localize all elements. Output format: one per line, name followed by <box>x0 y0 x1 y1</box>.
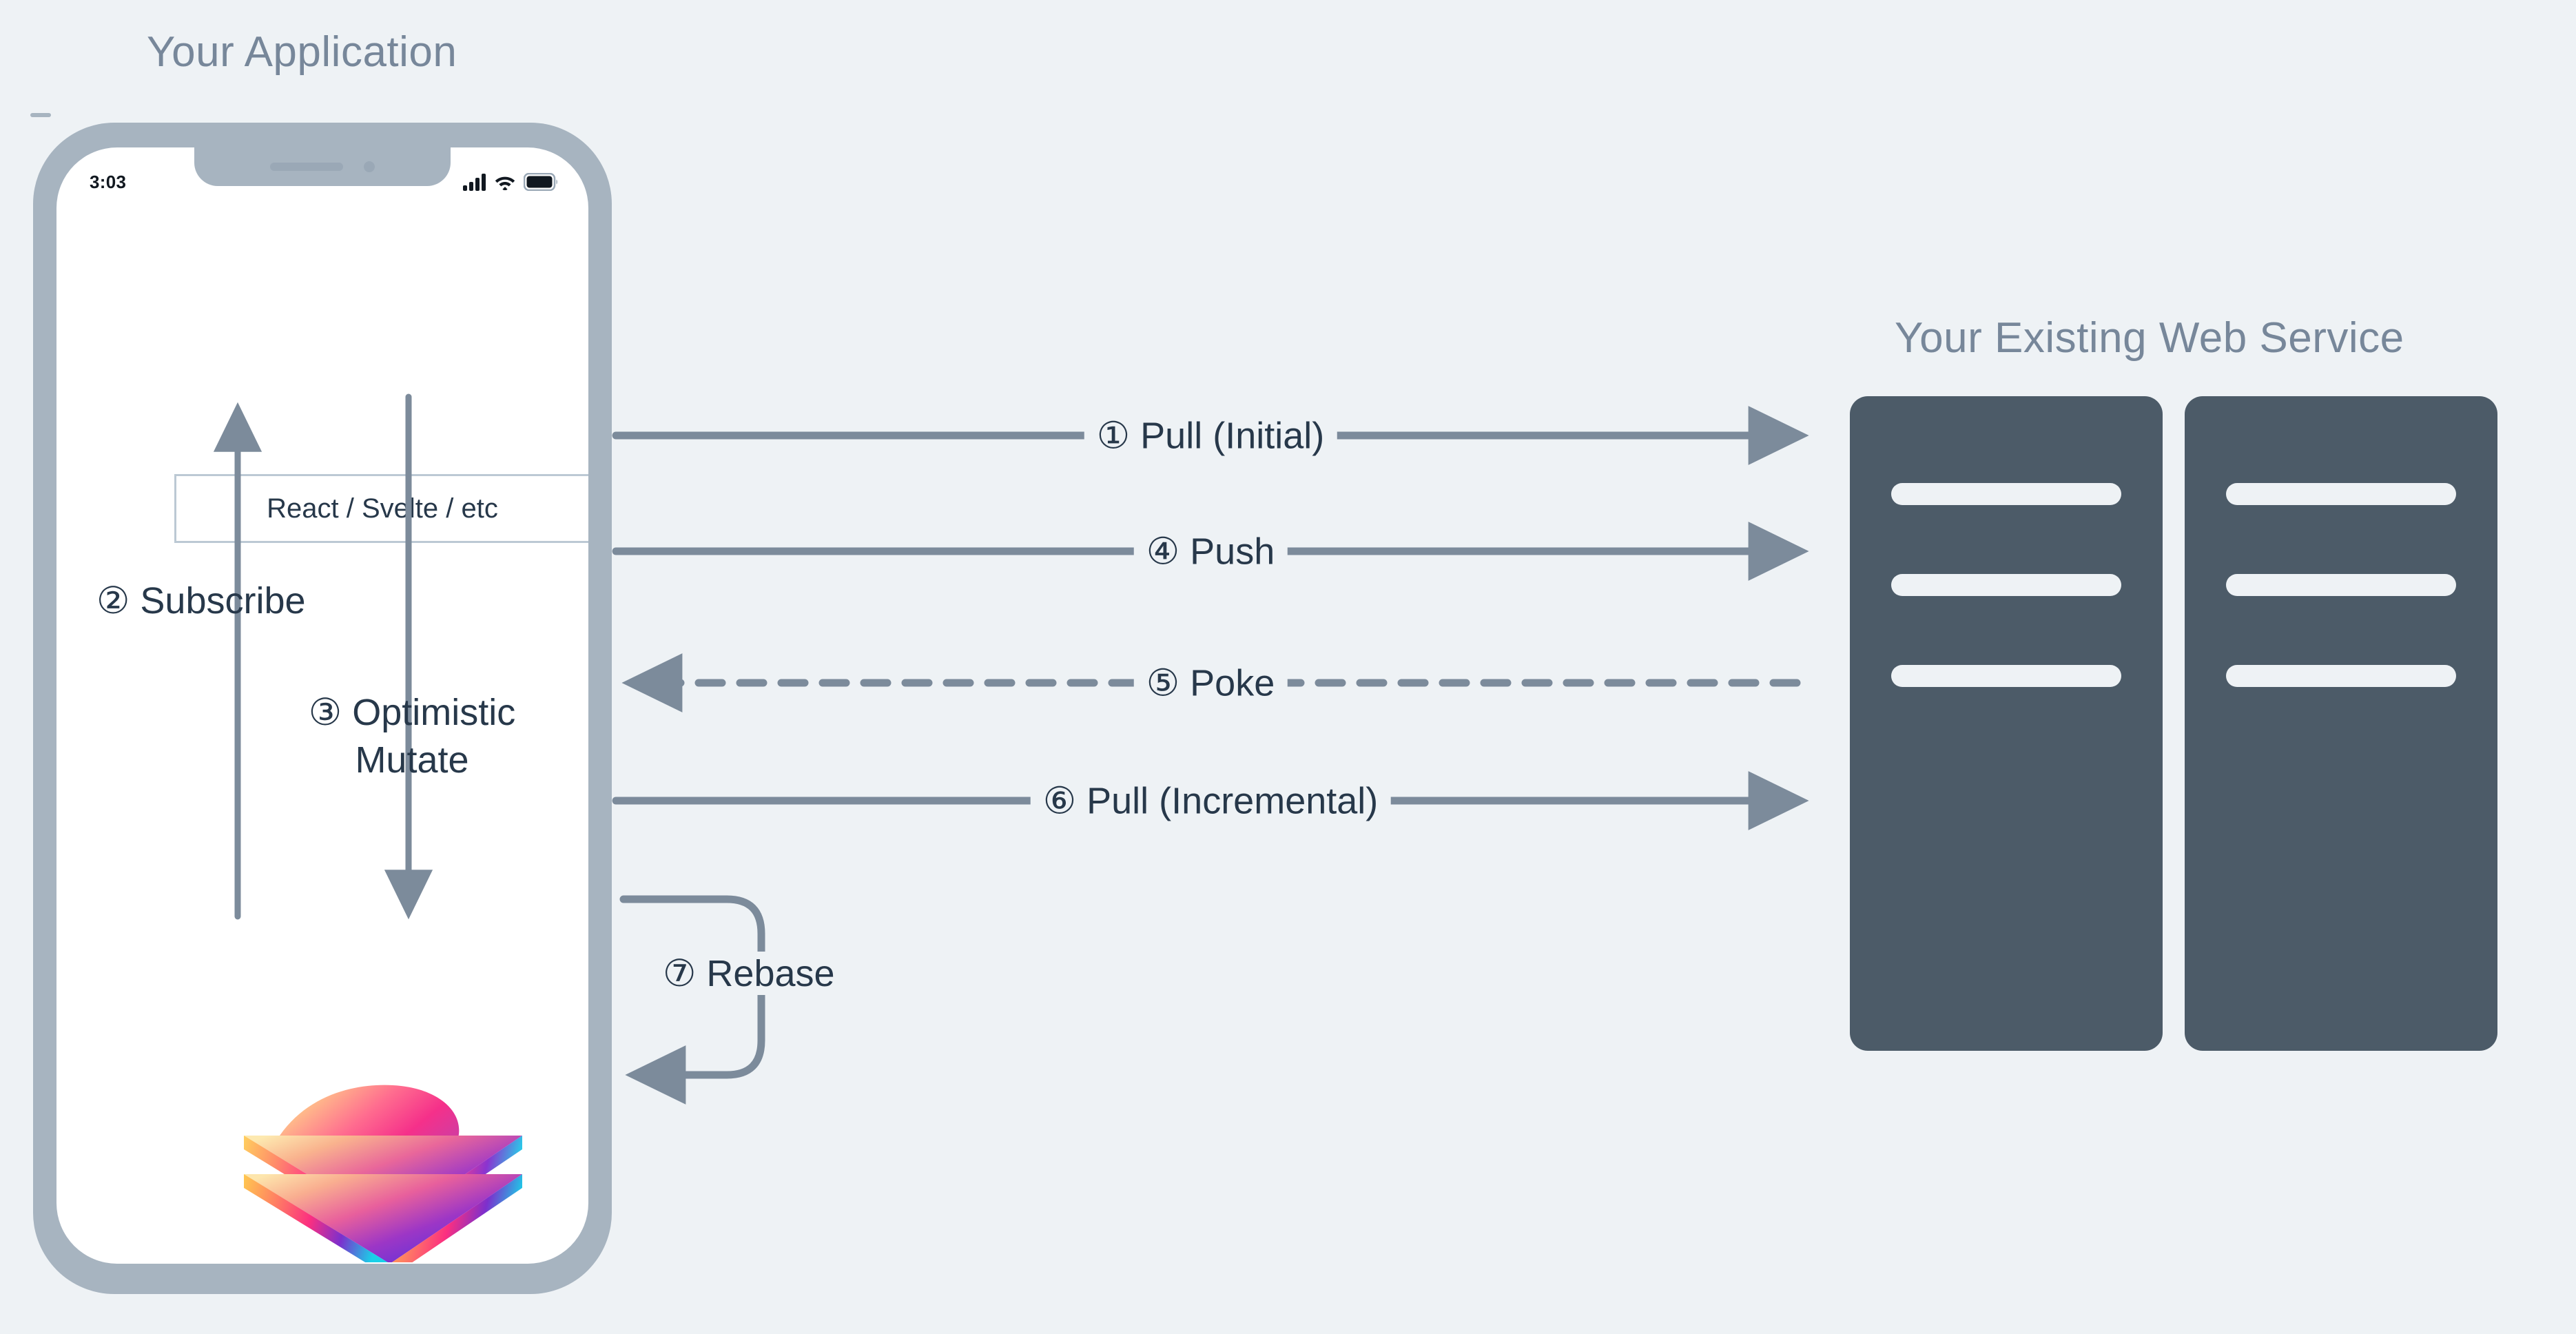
rack-slot <box>2226 665 2456 687</box>
phone-edge-tick-mark <box>30 113 51 117</box>
rack-slot <box>2226 483 2456 505</box>
label-optimistic-mutate-line1: ③ Optimistic <box>308 692 516 733</box>
rack-slot <box>1891 483 2121 505</box>
phone-screen: 3:03 <box>56 147 588 1264</box>
phone-notch <box>194 147 451 186</box>
label-optimistic-mutate-line2: Mutate <box>355 739 469 781</box>
label-pull-incremental: ⑥ Pull (Incremental) <box>1030 779 1391 823</box>
replicache-block: Replicache <box>237 1063 529 1264</box>
server-rack-1 <box>1850 396 2163 1051</box>
label-poke: ⑤ Poke <box>1133 661 1288 705</box>
server-rack-2 <box>2185 396 2497 1051</box>
your-existing-web-service-title: Your Existing Web Service <box>1895 314 2404 362</box>
replicache-layers-logo <box>244 1085 522 1262</box>
label-push: ④ Push <box>1133 529 1288 573</box>
label-rebase: ⑦ Rebase <box>656 952 842 995</box>
label-subscribe: ② Subscribe <box>96 580 306 622</box>
speaker-grill-icon <box>270 163 343 171</box>
rack-slot <box>2226 574 2456 596</box>
framework-box-label: React / Svelte / etc <box>267 493 498 524</box>
label-pull-initial: ① Pull (Initial) <box>1084 413 1337 458</box>
status-bar-icons <box>463 173 558 191</box>
phone-device: 3:03 <box>33 123 612 1294</box>
rack-slot <box>1891 665 2121 687</box>
rack-slot <box>1891 574 2121 596</box>
battery-icon <box>524 173 557 191</box>
framework-box[interactable]: React / Svelte / etc <box>174 474 588 543</box>
your-application-title: Your Application <box>147 28 457 76</box>
cellular-signal-icon <box>463 174 486 191</box>
web-service-servers <box>1850 396 2497 1051</box>
label-optimistic-mutate: ③ Optimistic Mutate <box>267 689 557 784</box>
status-bar: 3:03 <box>56 168 588 196</box>
status-bar-clock: 3:03 <box>90 171 127 192</box>
wifi-icon <box>495 176 515 190</box>
front-camera-icon <box>364 161 375 172</box>
